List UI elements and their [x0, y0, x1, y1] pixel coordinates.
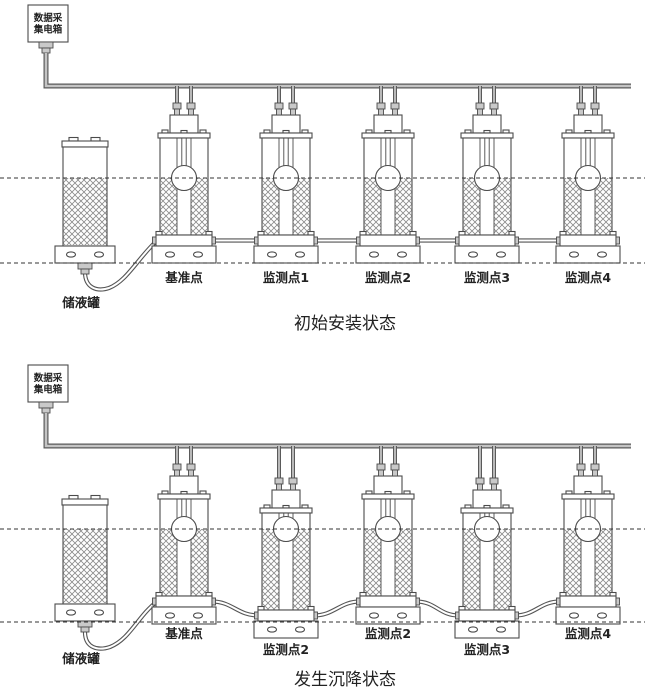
tank-liquid-fill [63, 178, 107, 245]
collector-box-label-line1: 数据采 [33, 372, 63, 384]
settled-state-diagram: 数据采 集电箱 [0, 364, 645, 690]
collector-box-label-line2: 集电箱 [33, 384, 63, 396]
tank-label: 储液罐 [61, 651, 100, 666]
signal-cable-bus [43, 53, 631, 89]
sensor-label-2: 监测点2 [365, 626, 411, 641]
sensor-label-reference: 基准点 [164, 626, 203, 641]
signal-cable-bus [43, 413, 631, 449]
sensor-label-4: 监测点4 [565, 270, 612, 285]
sensor-label-1: 监测点2 [263, 642, 309, 657]
sensor-label-1: 监测点1 [263, 270, 309, 285]
tank-liquid-fill [63, 529, 107, 603]
initial-state-diagram: 数据采 集电箱 [0, 4, 645, 334]
reference-sensor [151, 463, 217, 625]
monitoring-sensor-3-settled [454, 477, 520, 639]
sensor-label-reference: 基准点 [164, 270, 203, 285]
sensor-drop-wires [175, 86, 597, 104]
collector-box-label-line1: 数据采 [33, 12, 63, 24]
liquid-tube-runs [82, 238, 560, 292]
diagram-title-initial: 初始安装状态 [294, 314, 396, 334]
monitoring-sensor-1 [253, 102, 319, 264]
monitoring-sensor-2 [355, 102, 421, 264]
liquid-tube-runs [82, 599, 561, 651]
monitoring-sensor-4 [555, 102, 621, 264]
reference-sensor [151, 102, 217, 264]
diagram-title-settled: 发生沉降状态 [294, 670, 396, 690]
monitoring-sensor-3 [454, 102, 520, 264]
sensor-label-4: 监测点4 [565, 626, 612, 641]
monitoring-sensor-2 [355, 463, 421, 625]
sensor-label-3: 监测点3 [464, 642, 510, 657]
monitoring-sensor-1-settled [253, 477, 319, 639]
sensor-drop-wires [175, 446, 597, 479]
sensor-label-2: 监测点2 [365, 270, 411, 285]
collector-box-label-line2: 集电箱 [33, 24, 63, 36]
data-collector-box: 数据采 集电箱 [27, 364, 69, 414]
monitoring-sensor-4 [555, 463, 621, 625]
tank-label: 储液罐 [61, 295, 100, 310]
data-collector-box: 数据采 集电箱 [27, 4, 69, 54]
sensor-label-3: 监测点3 [464, 270, 510, 285]
